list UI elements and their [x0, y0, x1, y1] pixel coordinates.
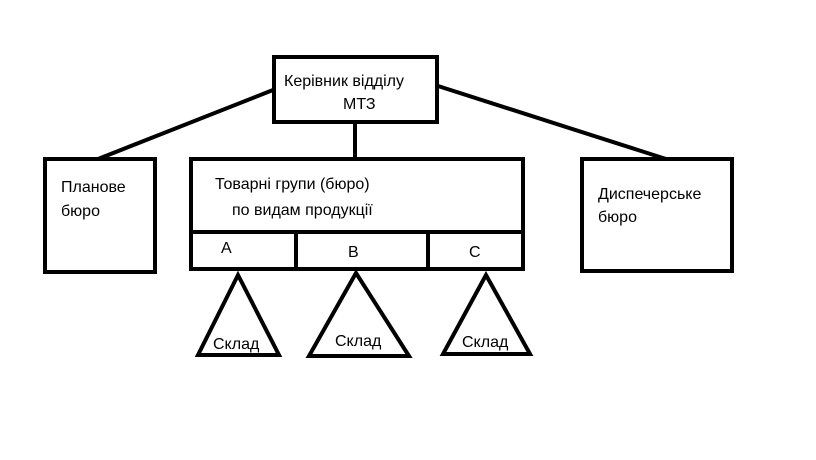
- warehouse-label-c: Склад: [462, 334, 509, 351]
- connector-head-planning: [97, 88, 274, 161]
- planning-bureau-line1: Планове: [61, 179, 126, 196]
- product-groups-line2: по видам продукції: [232, 202, 373, 219]
- dispatch-bureau-line1: Диспечерське: [598, 186, 701, 203]
- warehouse-label-b: Склад: [335, 333, 382, 350]
- warehouse-triangle-c: [439, 270, 534, 356]
- product-groups-box: [189, 157, 525, 271]
- connector-head-dispatch: [437, 84, 667, 161]
- head-box: [272, 55, 439, 124]
- product-groups-line1: Товарні групи (бюро): [215, 176, 370, 193]
- section-label-a: A: [221, 240, 232, 257]
- section-label-c: C: [469, 244, 481, 261]
- head-label-line2: МТЗ: [343, 96, 376, 113]
- dispatch-bureau-line2: бюро: [598, 209, 637, 226]
- planning-bureau-box: [43, 157, 157, 274]
- warehouse-triangle-b: [305, 269, 413, 358]
- planning-bureau-line2: бюро: [61, 203, 100, 220]
- section-label-b: B: [348, 244, 359, 261]
- warehouse-triangle-a: [194, 270, 283, 357]
- dispatch-bureau-box: [580, 157, 734, 273]
- head-label-line1: Керівник відділу: [284, 73, 404, 90]
- warehouse-label-a: Склад: [213, 336, 260, 353]
